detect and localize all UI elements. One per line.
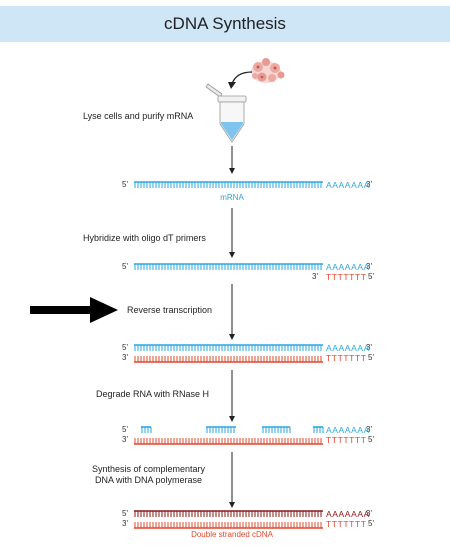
five-prime-label: 5' bbox=[122, 343, 128, 352]
step-synthesis: Synthesis of complementary DNA with DNA … bbox=[92, 464, 205, 486]
three-prime-label: 3' bbox=[366, 262, 372, 271]
five-prime-label: 5' bbox=[122, 180, 128, 189]
step-lyse: Lyse cells and purify mRNA bbox=[83, 111, 194, 121]
three-prime-label: 3' bbox=[366, 509, 372, 518]
poly-t-tail: TTTTTTT bbox=[326, 272, 367, 282]
three-prime-label: 3' bbox=[366, 343, 372, 352]
tube-icon bbox=[205, 83, 247, 143]
mrna-strand bbox=[134, 344, 323, 351]
highlight-arrow-icon bbox=[30, 297, 118, 323]
three-prime-label: 3' bbox=[122, 519, 128, 528]
five-prime-label: 5' bbox=[122, 425, 128, 434]
three-prime-label: 3' bbox=[366, 180, 372, 189]
poly-t-tail: TTTTTTT bbox=[326, 435, 367, 445]
poly-a-tail: AAAAAAA bbox=[326, 180, 370, 190]
rna-fragment bbox=[206, 426, 236, 433]
poly-a-tail: AAAAAAA bbox=[326, 262, 370, 272]
page-title: cDNA Synthesis bbox=[164, 14, 286, 33]
poly-a-tail: AAAAAAA bbox=[326, 425, 370, 435]
three-prime-label: 3' bbox=[122, 435, 128, 444]
rna-fragment bbox=[313, 426, 324, 433]
five-prime-label: 5' bbox=[368, 353, 374, 362]
five-prime-label: 5' bbox=[368, 272, 374, 281]
five-prime-label: 5' bbox=[368, 519, 374, 528]
step-reverse-transcription: Reverse transcription bbox=[127, 305, 213, 315]
poly-t-tail: TTTTTTT bbox=[326, 519, 367, 529]
cdna-strand bbox=[134, 522, 323, 529]
step-arrows bbox=[229, 146, 235, 508]
three-prime-label: 3' bbox=[312, 272, 318, 281]
five-prime-label: 5' bbox=[368, 435, 374, 444]
poly-a-tail: AAAAAAA bbox=[326, 509, 370, 519]
rna-fragment bbox=[262, 426, 291, 433]
poly-t-tail: TTTTTTT bbox=[326, 353, 367, 363]
second-strand-cdna bbox=[134, 510, 323, 517]
five-prime-label: 5' bbox=[122, 262, 128, 271]
double-stranded-label: Double stranded cDNA bbox=[191, 530, 273, 539]
mrna-strand bbox=[134, 263, 323, 270]
three-prime-label: 3' bbox=[366, 425, 372, 434]
step-synthesis-line2: DNA with DNA polymerase bbox=[95, 475, 203, 485]
title-banner bbox=[0, 6, 450, 42]
mrna-strand bbox=[134, 181, 323, 188]
step-synthesis-line1: Synthesis of complementary bbox=[92, 464, 206, 474]
three-prime-label: 3' bbox=[122, 353, 128, 362]
mrna-label: mRNA bbox=[220, 193, 244, 202]
rna-fragment bbox=[141, 426, 152, 433]
cells-icon bbox=[251, 58, 285, 83]
step-degrade: Degrade RNA with RNase H bbox=[96, 389, 210, 399]
cdna-strand bbox=[134, 438, 323, 445]
poly-a-tail: AAAAAAA bbox=[326, 343, 370, 353]
five-prime-label: 5' bbox=[122, 509, 128, 518]
cdna-strand bbox=[134, 356, 323, 363]
step-hybridize: Hybridize with oligo dT primers bbox=[83, 233, 206, 243]
curved-arrowhead-icon bbox=[228, 82, 236, 89]
